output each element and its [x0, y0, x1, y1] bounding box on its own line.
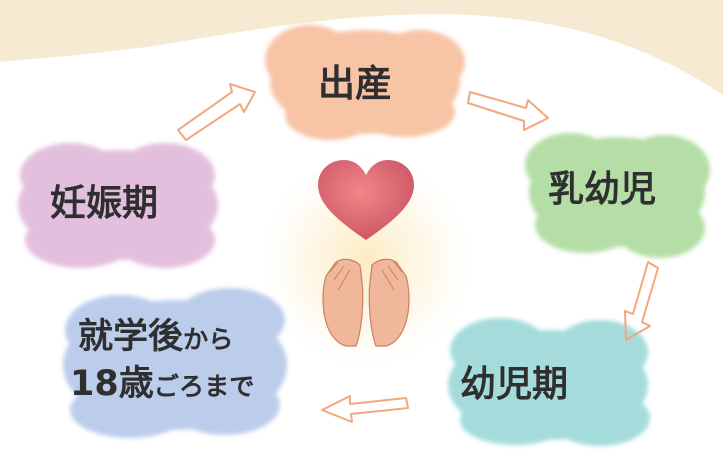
- school-age-blob: [63, 288, 287, 438]
- birth-blob: [265, 25, 465, 140]
- stage-label-pregnancy: 妊娠期: [50, 183, 159, 224]
- school-age-big-2: 18歳: [70, 364, 154, 404]
- pregnancy-blob: [18, 143, 218, 268]
- infancy-blob: [525, 133, 710, 258]
- arrow-infancy-to-early-childhood: [624, 261, 659, 341]
- school-age-small-1: から: [183, 325, 234, 354]
- center-glow: [251, 147, 481, 377]
- early-childhood-blob: [448, 318, 650, 446]
- school-age-big-1: 就学後: [78, 317, 184, 357]
- arrow-early-childhood-to-school-age: [321, 395, 409, 423]
- stage-label-infancy: 乳幼児: [548, 169, 657, 210]
- school-age-small-2: ごろまで: [153, 372, 255, 401]
- background-swoosh: [0, 0, 723, 95]
- open-hands-icon: [322, 258, 410, 347]
- arrow-birth-to-infancy: [467, 91, 549, 131]
- stage-label-early-childhood: 幼児期: [460, 364, 569, 405]
- stage-label-school-age-line2: 18歳ごろまで: [70, 367, 254, 402]
- heart-icon: [318, 160, 414, 240]
- stage-label-birth: 出産: [318, 62, 392, 105]
- cycle-arrows: [177, 83, 659, 423]
- stage-label-school-age-line1: 就学後から: [78, 320, 233, 355]
- arrow-pregnancy-to-birth: [177, 83, 256, 141]
